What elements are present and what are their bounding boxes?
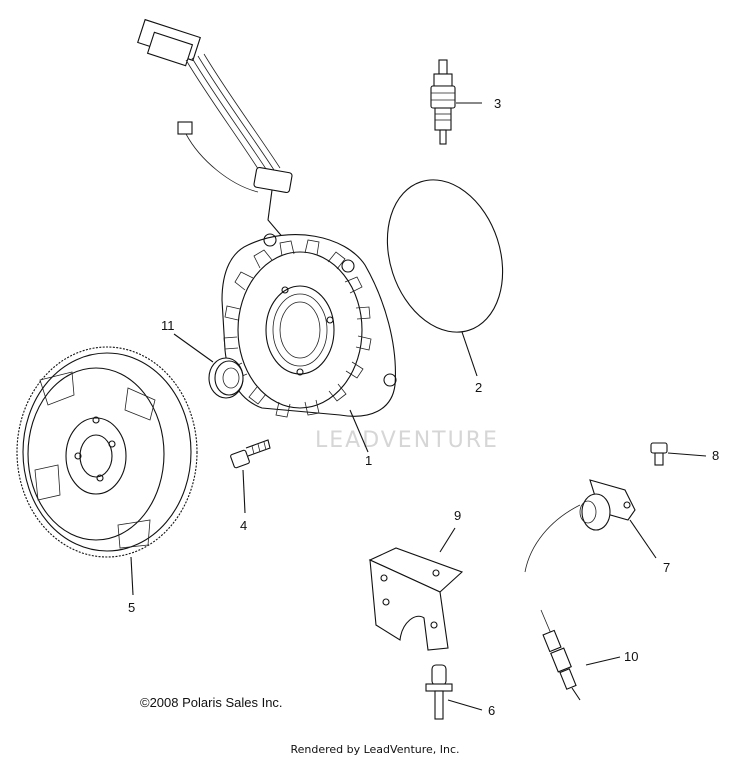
callout-10[interactable]: 10: [624, 649, 638, 664]
stator-part[interactable]: [137, 18, 397, 418]
flywheel-part[interactable]: [16, 346, 198, 558]
screw-part[interactable]: [650, 442, 668, 466]
bracket-part[interactable]: [368, 547, 464, 651]
copyright-text: ©2008 Polaris Sales Inc.: [140, 695, 283, 710]
callout-3[interactable]: 3: [494, 96, 501, 111]
rendered-by-text: Rendered by LeadVenture, Inc.: [290, 743, 460, 756]
callout-7[interactable]: 7: [663, 560, 670, 575]
leader-lines: [130, 102, 707, 711]
callout-2[interactable]: 2: [475, 380, 482, 395]
gasket-part[interactable]: [369, 165, 522, 347]
callout-4[interactable]: 4: [240, 518, 247, 533]
bolt-part[interactable]: [230, 439, 271, 469]
callout-6[interactable]: 6: [488, 703, 495, 718]
spark-plug-part[interactable]: [430, 59, 456, 145]
callout-11[interactable]: 11: [161, 318, 175, 333]
watermark-text: LEADVENTURE: [315, 428, 499, 453]
callout-5[interactable]: 5: [128, 600, 135, 615]
seal-part[interactable]: [208, 357, 244, 399]
rivet-part[interactable]: [425, 664, 453, 720]
callout-9[interactable]: 9: [454, 508, 461, 523]
temperature-sensor-part[interactable]: [540, 609, 581, 701]
callout-8[interactable]: 8: [712, 448, 719, 463]
sensor-part[interactable]: [524, 479, 636, 573]
callout-1[interactable]: 1: [365, 453, 372, 468]
